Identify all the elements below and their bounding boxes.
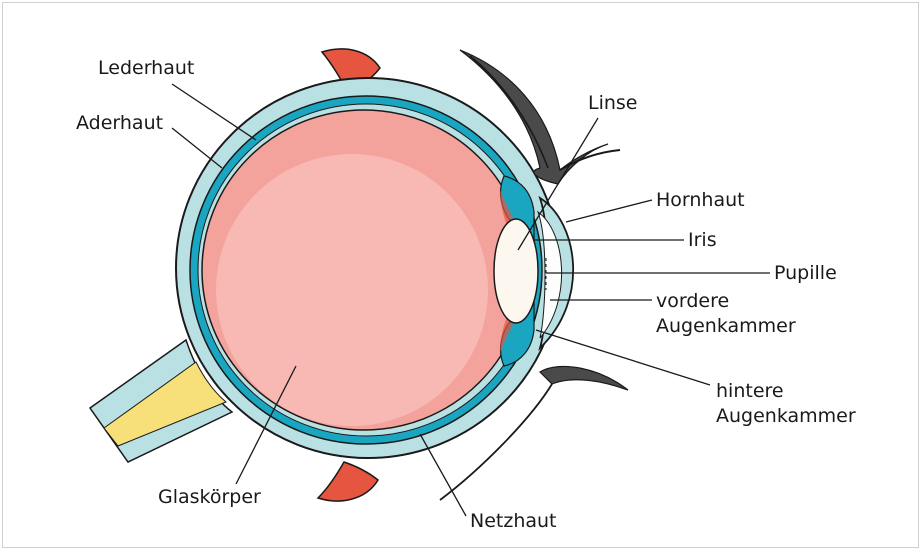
label-lederhaut: Lederhaut — [98, 57, 194, 79]
lens — [494, 219, 538, 323]
lower-eye-muscle — [318, 462, 378, 501]
label-glaskoerper: Glaskörper — [158, 486, 261, 508]
lower-eyelid — [540, 366, 628, 390]
label-hornhaut: Hornhaut — [656, 189, 745, 211]
label-vordere-line1: vordere — [656, 290, 729, 312]
label-pupille: Pupille — [774, 262, 837, 284]
label-vordere-line2: Augenkammer — [656, 315, 796, 337]
label-netzhaut: Netzhaut — [470, 510, 557, 532]
label-iris: Iris — [688, 229, 717, 251]
leader-aderhaut — [172, 128, 222, 168]
label-hintere-line1: hintere — [716, 380, 784, 402]
leader-netzhaut — [420, 434, 466, 516]
leader-lederhaut — [172, 84, 256, 140]
leader-hornhaut — [566, 200, 652, 222]
label-hintere-line2: Augenkammer — [716, 405, 856, 427]
label-linse: Linse — [588, 92, 638, 114]
label-aderhaut: Aderhaut — [76, 112, 163, 134]
vitreous-inner — [216, 154, 488, 426]
